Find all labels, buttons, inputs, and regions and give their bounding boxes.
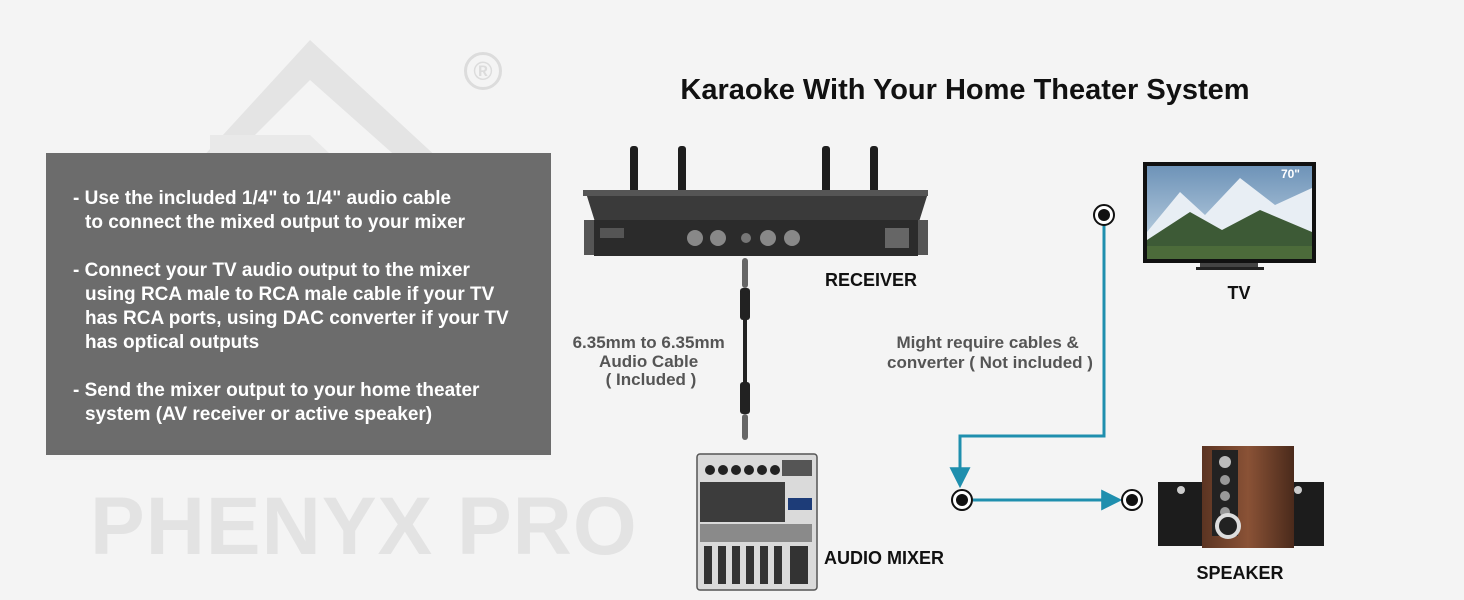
audio-cable-image — [740, 258, 750, 440]
speaker-label: SPEAKER — [1196, 563, 1283, 583]
tv-output-port-icon — [1093, 204, 1115, 226]
tv-to-mixer-connection — [949, 225, 1106, 489]
converter-note: Might require cables & converter ( Not i… — [887, 333, 1093, 372]
tv-label: TV — [1227, 283, 1250, 303]
instruction-line: system (AV receiver or active speaker) — [85, 404, 433, 425]
cable-note-line: 6.35mm to 6.35mm — [573, 333, 725, 352]
receiver-label: RECEIVER — [825, 270, 917, 290]
registered-mark: ® — [464, 52, 502, 90]
instruction-line: to connect the mixed output to your mixe… — [85, 212, 466, 233]
mixer-image — [696, 453, 818, 591]
tv-size-label: 70" — [1281, 167, 1300, 181]
instruction-line: has optical outputs — [85, 332, 260, 353]
instruction-line: - Connect your TV audio output to the mi… — [73, 260, 470, 281]
instruction-item: - Use the included 1/4" to 1/4" audio ca… — [73, 187, 541, 235]
receiver-image — [583, 146, 928, 256]
speaker-input-port-icon — [1121, 489, 1143, 511]
brand-watermark-text: PHENYX PRO — [90, 481, 638, 572]
instruction-line: - Send the mixer output to your home the… — [73, 380, 480, 401]
tv-image — [1143, 162, 1316, 270]
instructions-panel: - Use the included 1/4" to 1/4" audio ca… — [46, 153, 551, 455]
mixer-input-port-icon — [951, 489, 973, 511]
speaker-image — [1158, 446, 1324, 548]
page-title: Karaoke With Your Home Theater System — [680, 74, 1250, 106]
mixer-label: AUDIO MIXER — [824, 548, 944, 568]
instruction-line: has RCA ports, using DAC converter if yo… — [85, 308, 509, 329]
cable-note: 6.35mm to 6.35mm Audio Cable ( Included … — [573, 333, 730, 389]
instruction-line: using RCA male to RCA male cable if your… — [85, 284, 495, 305]
converter-note-line: Might require cables & — [896, 333, 1078, 352]
cable-note-line: ( Included ) — [606, 370, 697, 389]
converter-note-line: converter ( Not included ) — [887, 353, 1093, 372]
cable-note-line: Audio Cable — [599, 352, 698, 371]
instruction-line: - Use the included 1/4" to 1/4" audio ca… — [73, 188, 452, 209]
instruction-item: - Connect your TV audio output to the mi… — [73, 259, 541, 355]
instruction-item: - Send the mixer output to your home the… — [73, 379, 541, 427]
